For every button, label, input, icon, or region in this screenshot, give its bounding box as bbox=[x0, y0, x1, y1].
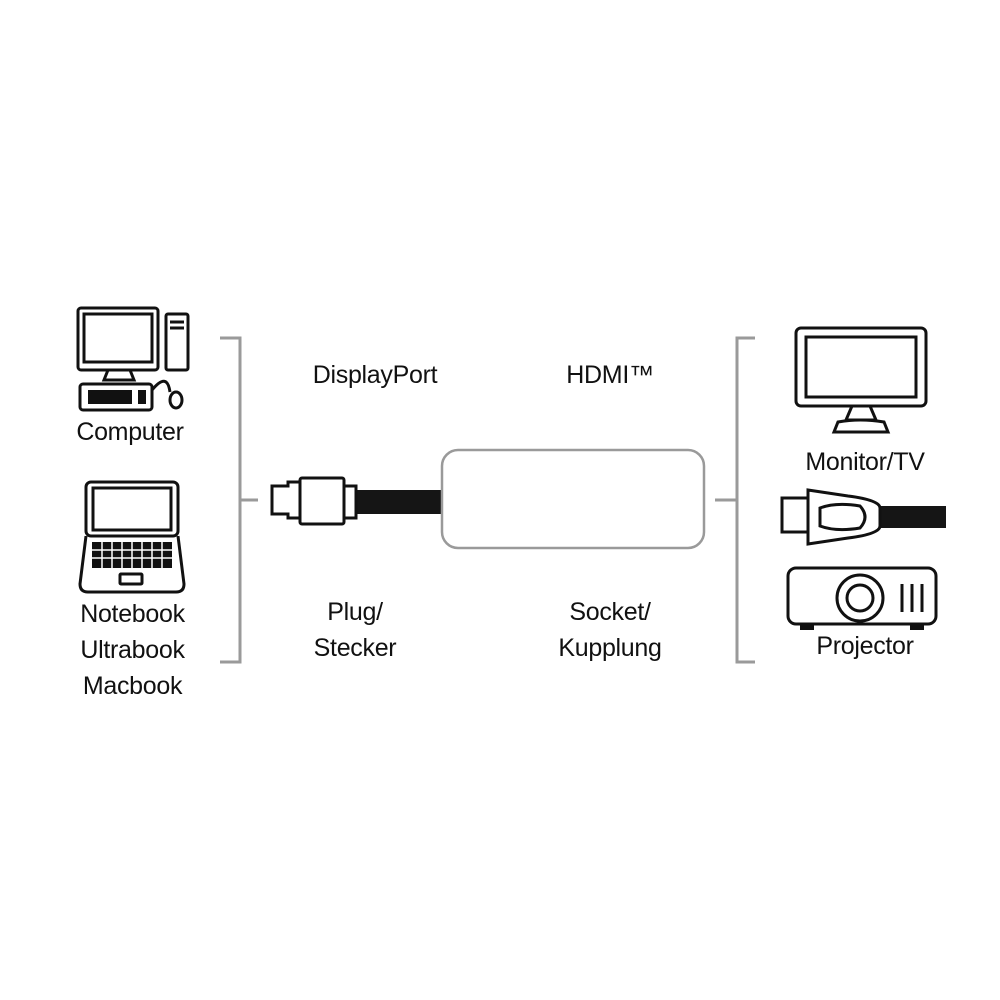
notebook-label-line-2: Ultrabook bbox=[80, 636, 185, 664]
notebook-label: Notebook Ultrabook Macbook bbox=[60, 596, 205, 704]
monitor-label: Monitor/TV bbox=[805, 448, 925, 476]
notebook-label-line-3: Macbook bbox=[82, 672, 183, 700]
displayport-label: DisplayPort bbox=[312, 361, 438, 389]
hdmi-plug-icon bbox=[780, 488, 946, 546]
projector-icon bbox=[786, 566, 938, 630]
left-bracket bbox=[220, 336, 258, 664]
hdmi-label: HDMI™ bbox=[566, 361, 654, 389]
socket-caption: Socket/ Kupplung bbox=[535, 594, 685, 666]
notebook-label-line-1: Notebook bbox=[80, 600, 185, 628]
plug-caption-line-1: Plug/ bbox=[327, 598, 383, 626]
displayport-plug-icon bbox=[270, 476, 444, 526]
monitor-icon bbox=[794, 326, 928, 434]
computer-label: Computer bbox=[76, 418, 184, 446]
plug-caption-line-2: Stecker bbox=[313, 634, 397, 662]
adapter-housing bbox=[440, 448, 706, 550]
laptop-icon bbox=[78, 480, 186, 594]
socket-caption-line-2: Kupplung bbox=[558, 634, 662, 662]
plug-caption: Plug/ Stecker bbox=[290, 594, 420, 666]
socket-caption-line-1: Socket/ bbox=[569, 598, 651, 626]
right-bracket bbox=[715, 336, 755, 664]
desktop-computer-icon bbox=[76, 306, 190, 412]
projector-label: Projector bbox=[816, 632, 914, 660]
